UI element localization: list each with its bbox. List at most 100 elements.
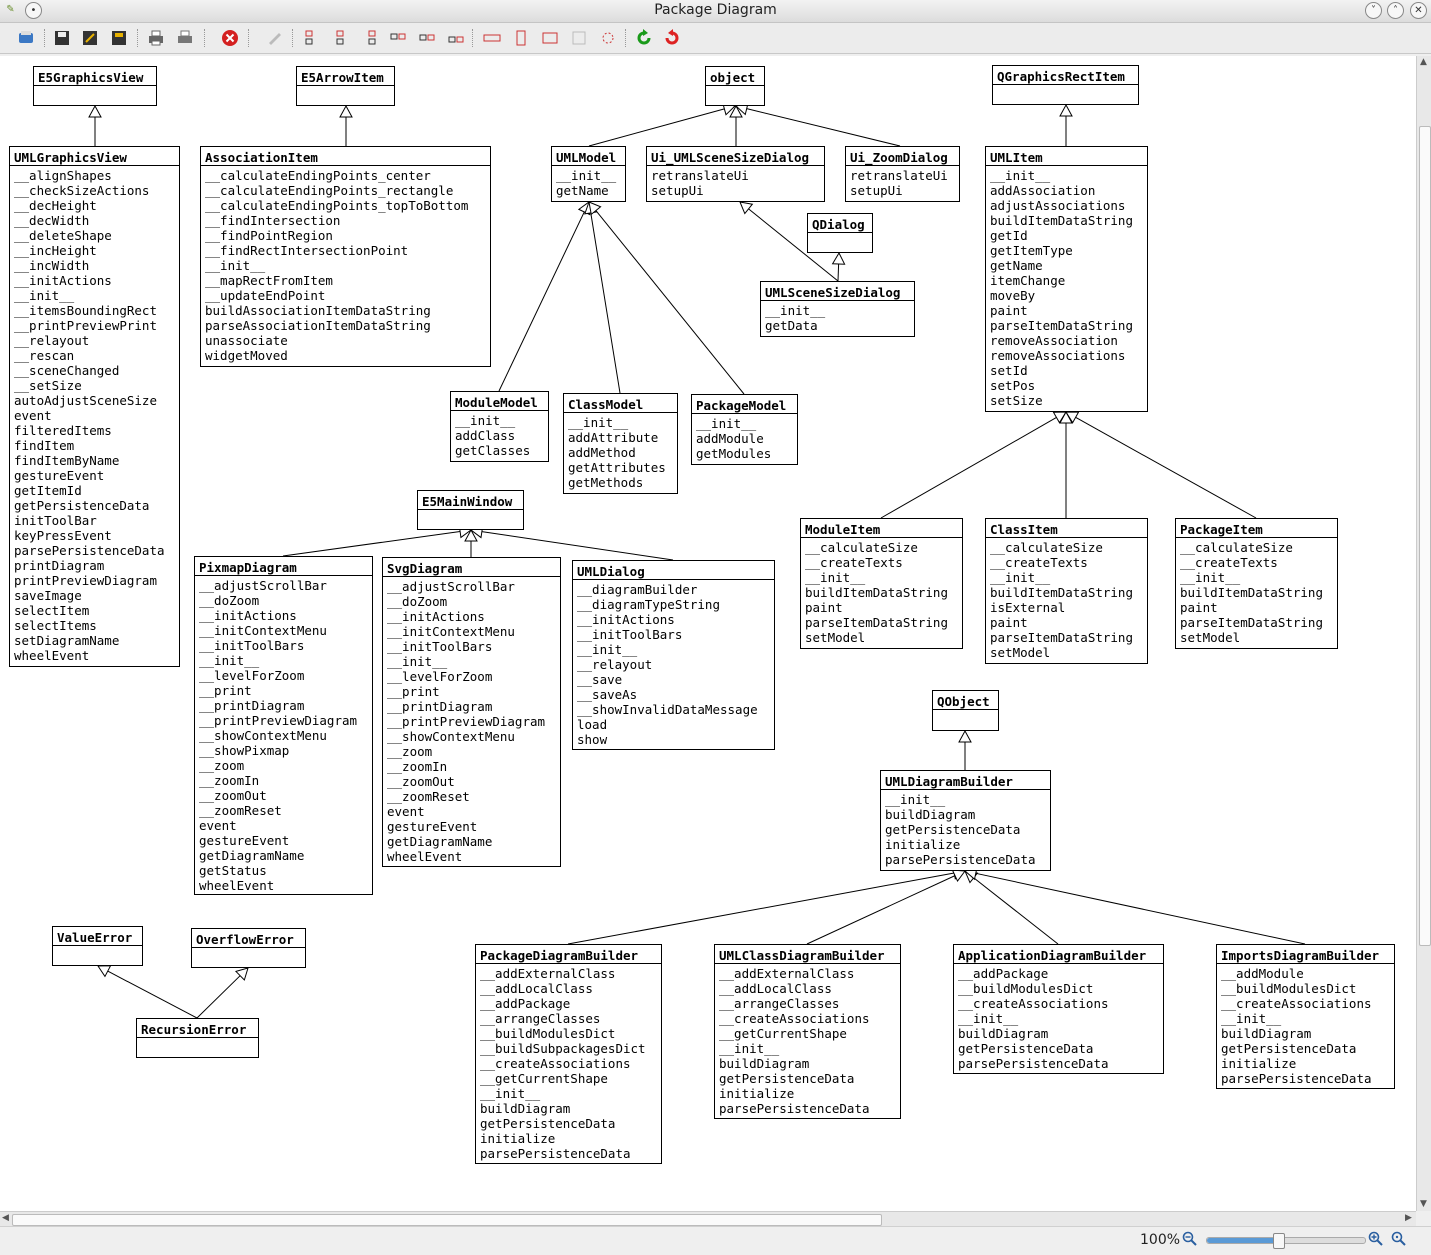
close-icon[interactable] xyxy=(220,28,240,48)
print-icon[interactable] xyxy=(146,28,166,48)
method-item: wheelEvent xyxy=(14,648,90,663)
close-window-button[interactable]: ✕ xyxy=(1410,2,1427,19)
print-setup-icon[interactable] xyxy=(175,28,195,48)
align-right-icon[interactable] xyxy=(361,28,381,48)
delete-shape-icon[interactable] xyxy=(265,28,285,48)
method-item: parseAssociationItemDataString xyxy=(205,318,431,333)
method-item: wheelEvent xyxy=(199,878,275,893)
class-box-svgdiagram[interactable]: SvgDiagram__adjustScrollBar__doZoom__ini… xyxy=(382,557,561,867)
horizontal-scroll-thumb[interactable] xyxy=(12,1214,882,1226)
reload-icon[interactable] xyxy=(662,28,682,48)
scroll-right-icon[interactable]: ▶ xyxy=(1405,1213,1412,1223)
method-item: getPersistenceData xyxy=(719,1071,855,1086)
class-box-e5graphicsview[interactable]: E5GraphicsView xyxy=(33,66,157,106)
scroll-down-icon[interactable]: ▼ xyxy=(1420,1199,1427,1209)
class-box-classitem[interactable]: ClassItem__calculateSize__createTexts__i… xyxy=(985,518,1148,664)
class-box-pixmapdiagram[interactable]: PixmapDiagram__adjustScrollBar__doZoom__… xyxy=(194,556,373,895)
horizontal-scrollbar[interactable]: ◀ ▶ xyxy=(0,1211,1416,1226)
class-box-object[interactable]: object xyxy=(705,66,765,106)
class-box-importsdiagrambuilder[interactable]: ImportsDiagramBuilder__addModule__buildM… xyxy=(1216,944,1395,1089)
zoom-out-icon[interactable] xyxy=(1182,1231,1198,1247)
class-box-associationitem[interactable]: AssociationItem__calculateEndingPoints_c… xyxy=(200,146,491,367)
zoom-reset-icon[interactable] xyxy=(1391,1231,1407,1247)
resize-height-icon[interactable] xyxy=(511,28,531,48)
method-item: __init__ xyxy=(568,415,629,430)
inheritance-line xyxy=(748,208,839,282)
zoom-slider-handle[interactable] xyxy=(1273,1233,1286,1249)
window-menu-button[interactable]: • xyxy=(25,2,42,19)
method-item: saveImage xyxy=(14,588,82,603)
method-list: __addPackage__buildModulesDict__createAs… xyxy=(954,964,1163,1071)
method-item: __doZoom xyxy=(199,593,260,608)
class-box-umlgraphicsview[interactable]: UMLGraphicsView__alignShapes__checkSizeA… xyxy=(9,146,180,667)
class-box-recursionerror[interactable]: RecursionError xyxy=(136,1018,259,1058)
method-item: __buildSubpackagesDict xyxy=(480,1041,646,1056)
align-center-vertical-icon[interactable] xyxy=(417,28,437,48)
method-item: findItemByName xyxy=(14,453,120,468)
zoom-in-icon[interactable] xyxy=(1368,1231,1384,1247)
method-item: itemChange xyxy=(990,273,1066,288)
align-top-icon[interactable] xyxy=(388,28,408,48)
rescan-icon[interactable] xyxy=(598,28,618,48)
method-item: buildItemDataString xyxy=(990,213,1133,228)
method-item: filteredItems xyxy=(14,423,112,438)
save-diagram-icon[interactable] xyxy=(109,28,129,48)
method-item: __zoom xyxy=(387,744,433,759)
scroll-left-icon[interactable]: ◀ xyxy=(2,1213,9,1223)
resize-icon[interactable] xyxy=(540,28,560,48)
print-preview-icon[interactable] xyxy=(16,28,36,48)
class-box-packagediagrambuilder[interactable]: PackageDiagramBuilder__addExternalClass_… xyxy=(475,944,662,1164)
method-item: __printPreviewDiagram xyxy=(199,713,358,728)
method-item: __createTexts xyxy=(990,555,1088,570)
save-as-icon[interactable] xyxy=(80,28,100,48)
class-name: UMLDialog xyxy=(573,561,774,580)
method-item: __init__ xyxy=(205,258,266,273)
arrange-icon[interactable] xyxy=(569,28,589,48)
method-item: __updateEndPoint xyxy=(205,288,326,303)
method-item: __setSize xyxy=(14,378,82,393)
method-item: findItem xyxy=(14,438,75,453)
class-box-valueerror[interactable]: ValueError xyxy=(52,926,143,966)
class-box-qobject[interactable]: QObject xyxy=(932,690,999,731)
resize-width-icon[interactable] xyxy=(482,28,502,48)
align-center-horizontal-icon[interactable] xyxy=(330,28,350,48)
app-icon: ✎ xyxy=(6,4,15,15)
class-box-umldialog[interactable]: UMLDialog__diagramBuilder__diagramTypeSt… xyxy=(572,560,775,750)
method-item: __initActions xyxy=(199,608,297,623)
scroll-up-icon[interactable]: ▲ xyxy=(1420,57,1427,67)
class-box-e5arrowitem[interactable]: E5ArrowItem xyxy=(296,66,395,106)
zoom-slider[interactable] xyxy=(1206,1233,1366,1249)
minimize-button[interactable]: ˅ xyxy=(1365,2,1382,19)
class-box-umlclassdiagrambuilder[interactable]: UMLClassDiagramBuilder__addExternalClass… xyxy=(714,944,901,1119)
method-item: __zoomOut xyxy=(387,774,455,789)
save-icon[interactable] xyxy=(52,28,72,48)
class-box-e5mainwindow[interactable]: E5MainWindow xyxy=(417,490,524,530)
method-item: __initActions xyxy=(577,612,675,627)
diagram-canvas[interactable]: E5GraphicsView E5ArrowItem object QGraphics… xyxy=(0,56,1416,1211)
class-box-umlscenesizedialog[interactable]: UMLSceneSizeDialog__init__getData xyxy=(760,281,915,337)
class-box-qgraphicsrectitem[interactable]: QGraphicsRectItem xyxy=(992,65,1139,105)
align-left-icon[interactable] xyxy=(300,28,320,48)
method-item: adjustAssociations xyxy=(990,198,1126,213)
relayout-icon[interactable] xyxy=(634,28,654,48)
class-name: ClassModel xyxy=(564,394,677,413)
vertical-scrollbar[interactable]: ▲ ▼ xyxy=(1416,56,1431,1211)
class-box-moduleitem[interactable]: ModuleItem__calculateSize__createTexts__… xyxy=(800,518,963,649)
maximize-button[interactable]: ˄ xyxy=(1387,2,1404,19)
vertical-scroll-thumb[interactable] xyxy=(1419,126,1431,946)
class-box-applicationdiagrambuilder[interactable]: ApplicationDiagramBuilder__addPackage__b… xyxy=(953,944,1164,1074)
class-box-overflowerror[interactable]: OverflowError xyxy=(191,928,306,968)
class-box-packageitem[interactable]: PackageItem__calculateSize__createTexts_… xyxy=(1175,518,1338,649)
class-box-qdialog[interactable]: QDialog xyxy=(807,213,873,253)
class-box-umlmodel[interactable]: UMLModel__init__getName xyxy=(551,146,626,202)
method-list: __calculateSize__createTexts__init__buil… xyxy=(801,538,962,645)
align-bottom-icon[interactable] xyxy=(446,28,466,48)
